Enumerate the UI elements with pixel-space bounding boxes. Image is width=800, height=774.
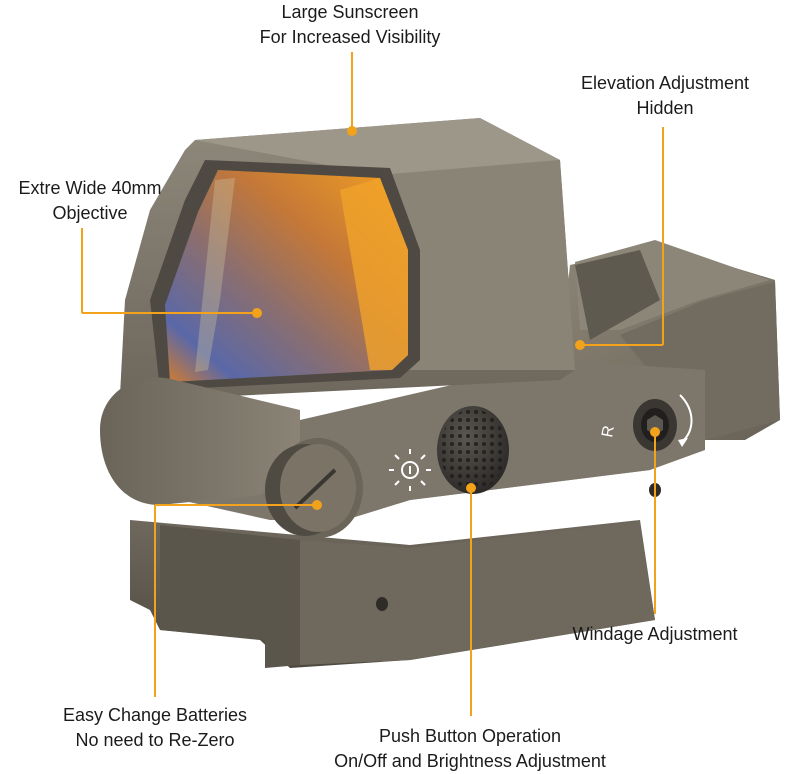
sun-icon <box>389 449 431 491</box>
pushbutton-line1: Push Button Operation <box>378 726 562 746</box>
sunscreen-line2: For Increased Visibility <box>259 27 441 47</box>
sunscreen-line1: Large Sunscreen <box>281 2 419 22</box>
objective-line2: Objective <box>52 203 128 223</box>
windage-callout: Windage Adjustment <box>550 622 760 647</box>
windage-mark: R <box>599 424 618 438</box>
batteries-callout: Easy Change Batteries No need to Re-Zero <box>30 703 280 753</box>
pushbutton-callout: Push Button Operation On/Off and Brightn… <box>300 724 640 774</box>
windage-line1: Windage Adjustment <box>572 624 738 644</box>
batteries-line1: Easy Change Batteries <box>62 705 248 725</box>
elevation-line2: Hidden <box>636 98 694 118</box>
objective-line1: Extre Wide 40mm <box>18 178 162 198</box>
pushbutton-line2: On/Off and Brightness Adjustment <box>334 751 606 771</box>
elevation-callout: Elevation Adjustment Hidden <box>555 71 775 121</box>
sunscreen-callout: Large Sunscreen For Increased Visibility <box>230 0 470 50</box>
elevation-line1: Elevation Adjustment <box>580 73 750 93</box>
objective-callout: Extre Wide 40mm Objective <box>0 176 180 226</box>
batteries-line2: No need to Re-Zero <box>75 730 235 750</box>
